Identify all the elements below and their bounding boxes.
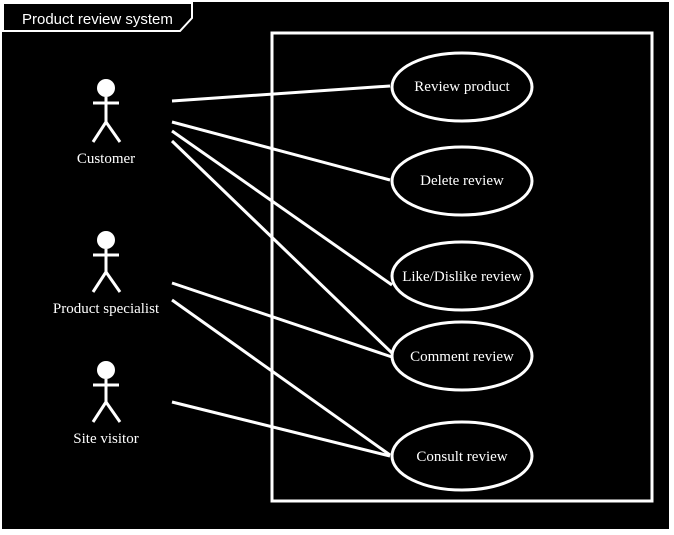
actor-label-customer: Customer	[77, 151, 135, 167]
association-visitor-consult-review	[171, 400, 391, 458]
use-case-label-like-dislike-review: Like/Dislike review	[402, 269, 522, 285]
use-case-label-comment-review: Comment review	[410, 349, 514, 365]
system-boundary	[270, 31, 654, 503]
actor-site-visitor: Site visitor	[73, 361, 139, 447]
associations	[170, 84, 394, 458]
association-customer-comment-review	[170, 139, 394, 355]
use-case-label-consult-review: Consult review	[416, 449, 507, 465]
use-case-label-delete-review: Delete review	[420, 173, 504, 189]
actor-product-specialist: Product specialist	[53, 231, 160, 317]
stick-figure-icon	[91, 79, 122, 143]
use-case-like-dislike-review: Like/Dislike review	[390, 240, 534, 312]
use-case-review-product: Review product	[390, 51, 534, 123]
actor-label-site-visitor: Site visitor	[73, 431, 138, 447]
association-specialist-consult-review	[171, 298, 391, 457]
use-case-consult-review: Consult review	[390, 420, 534, 492]
actor-customer: Customer	[77, 79, 135, 167]
frame-title-tab	[2, 2, 193, 32]
actor-label-product-specialist: Product specialist	[53, 301, 160, 317]
stick-figure-icon	[91, 231, 122, 293]
association-customer-delete-review	[171, 120, 391, 182]
use-case-delete-review: Delete review	[390, 145, 534, 217]
association-customer-like-dislike-review	[171, 129, 393, 287]
use-case-label-review-product: Review product	[414, 79, 510, 95]
frame-title: Product review system	[22, 11, 173, 28]
association-specialist-comment-review	[171, 281, 393, 359]
association-customer-review-product	[171, 84, 391, 103]
use-case-comment-review: Comment review	[390, 320, 534, 392]
stick-figure-icon	[91, 361, 122, 423]
